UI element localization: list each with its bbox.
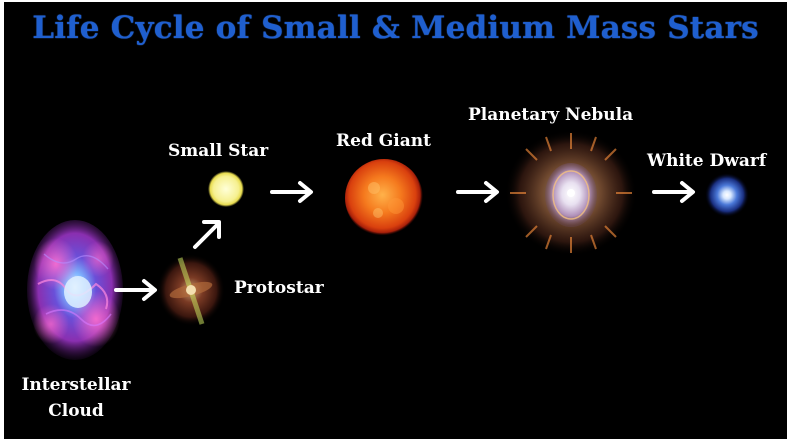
diagram-title: Life Cycle of Small & Medium Mass Stars (4, 10, 787, 46)
arrow-cloud-to-protostar (114, 278, 160, 302)
interstellar-cloud-image (26, 214, 124, 364)
protostar-label: Protostar (234, 275, 324, 301)
red-giant-image (344, 158, 424, 238)
arrow-nebula-to-white-dwarf (652, 180, 698, 204)
arrow-small-star-to-red-giant (270, 180, 316, 204)
interstellar-cloud-label-line1: Interstellar (6, 372, 146, 398)
planetary-nebula-image (504, 129, 638, 257)
arrow-red-giant-to-nebula (456, 180, 502, 204)
interstellar-cloud-label: Interstellar Cloud (6, 372, 146, 424)
white-dwarf-image (704, 172, 750, 218)
white-dwarf-label: White Dwarf (647, 148, 766, 174)
protostar-image (156, 250, 226, 328)
red-giant-label: Red Giant (336, 128, 431, 154)
interstellar-cloud-label-line2: Cloud (6, 398, 146, 424)
planetary-nebula-label: Planetary Nebula (468, 102, 633, 128)
small-star-image (207, 170, 245, 208)
small-star-label: Small Star (168, 138, 268, 164)
arrow-protostar-to-small-star (190, 216, 224, 252)
diagram-canvas: Life Cycle of Small & Medium Mass Stars (4, 2, 787, 439)
